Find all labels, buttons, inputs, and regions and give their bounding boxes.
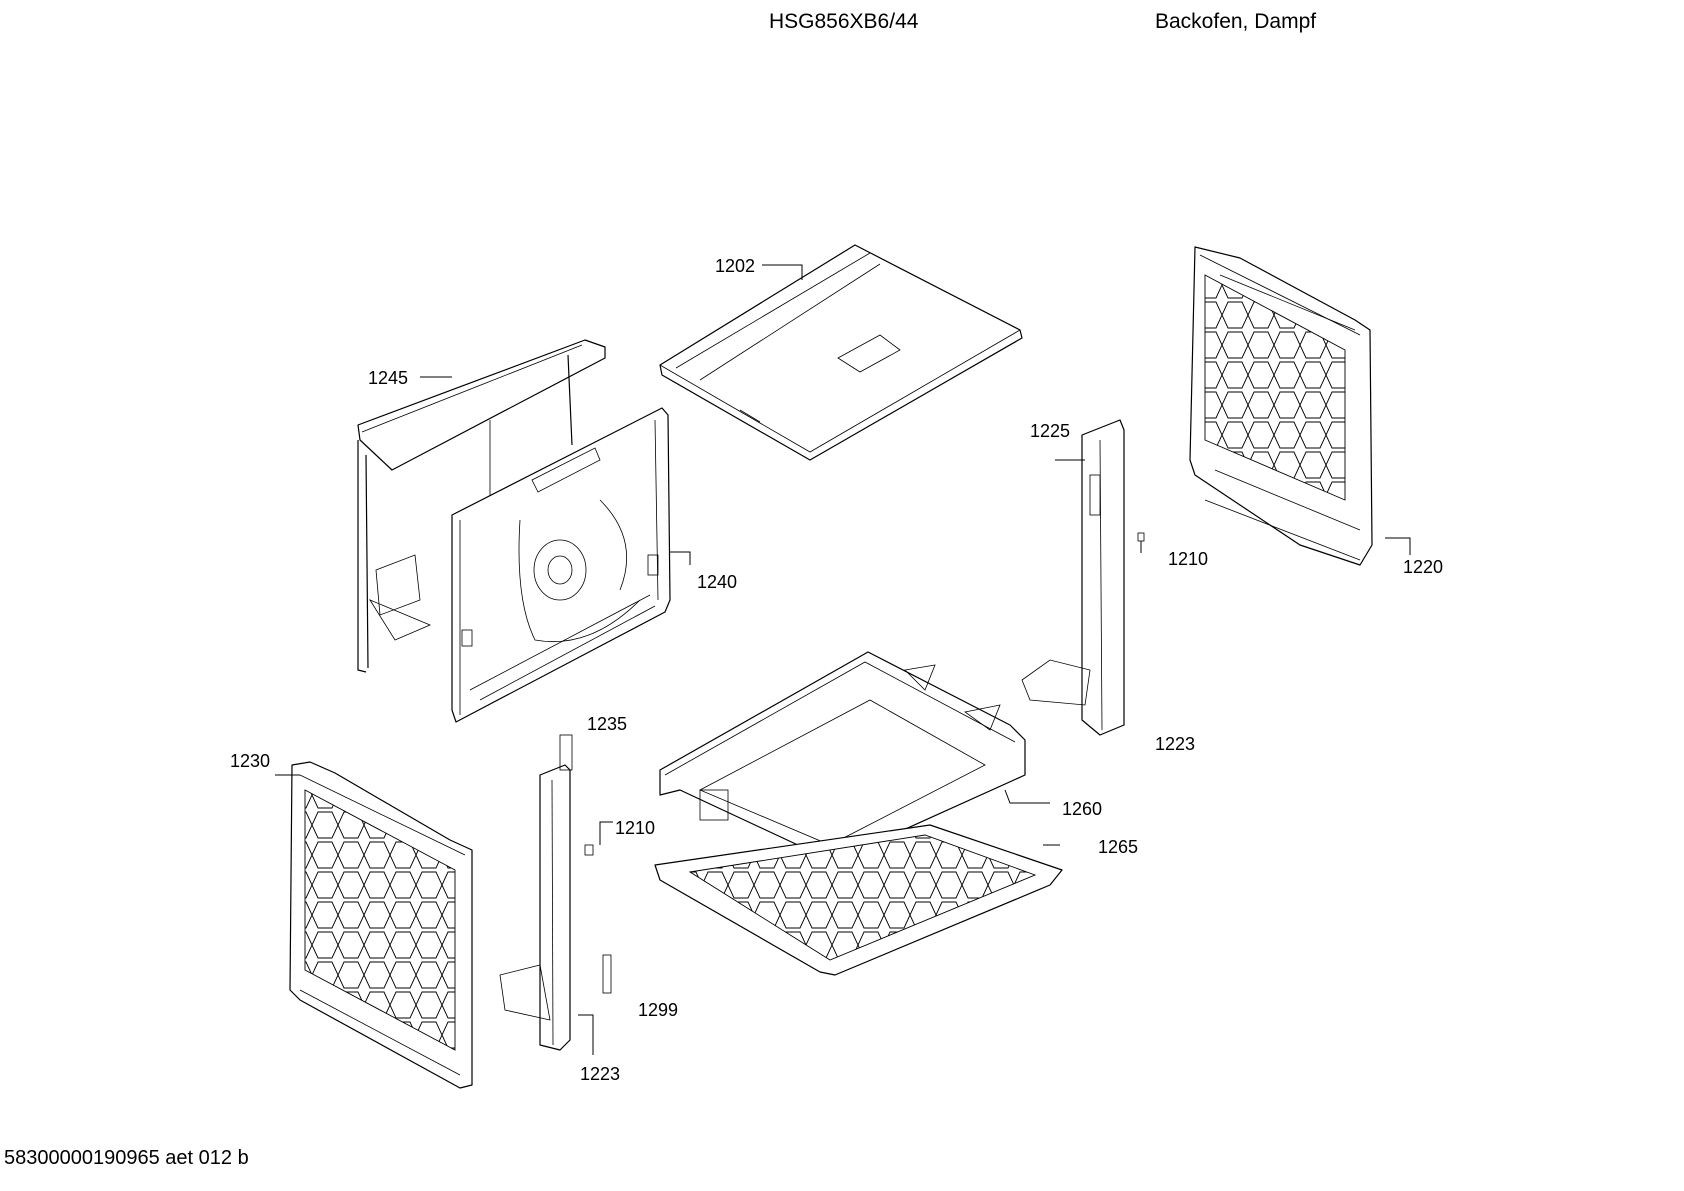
callout-1299: 1299 xyxy=(638,1000,678,1020)
part-1245-back-wall xyxy=(357,339,606,673)
callout-1225: 1225 xyxy=(1030,421,1070,441)
part-1230-left-side-wall xyxy=(289,761,473,1089)
callout-1245: 1245 xyxy=(368,368,408,388)
part-1260-frame xyxy=(659,651,1026,861)
appliance-category: Backofen, Dampf xyxy=(1155,10,1317,33)
callout-1260: 1260 xyxy=(1062,799,1102,819)
callout-1235: 1235 xyxy=(587,714,627,734)
part-1225-right-rail xyxy=(1021,419,1125,736)
part-1220-right-side-wall xyxy=(1189,246,1373,566)
leader-lines xyxy=(275,264,1411,1055)
callout-1210-right: 1210 xyxy=(1168,549,1208,569)
callout-1223-left: 1223 xyxy=(580,1064,620,1084)
callout-1265: 1265 xyxy=(1098,837,1138,857)
part-1235-left-rail xyxy=(499,734,573,1051)
part-1240-rear-panel xyxy=(451,407,671,723)
part-1210-screw-right xyxy=(1137,532,1145,553)
callout-1223-right: 1223 xyxy=(1155,734,1195,754)
part-1265-floor-plate xyxy=(654,824,1063,976)
part-1202-top-cover xyxy=(659,244,1023,461)
callout-1202: 1202 xyxy=(715,256,755,276)
callout-1210-left: 1210 xyxy=(615,818,655,838)
callout-1240: 1240 xyxy=(697,572,737,592)
document-id: 58300000190965 aet 012 b xyxy=(4,1147,249,1169)
part-1210-screw-left xyxy=(584,844,594,856)
part-1299-small-strip xyxy=(602,954,612,994)
callout-1220: 1220 xyxy=(1403,557,1443,577)
callout-1230: 1230 xyxy=(230,751,270,771)
model-number: HSG856XB6/44 xyxy=(769,10,919,33)
